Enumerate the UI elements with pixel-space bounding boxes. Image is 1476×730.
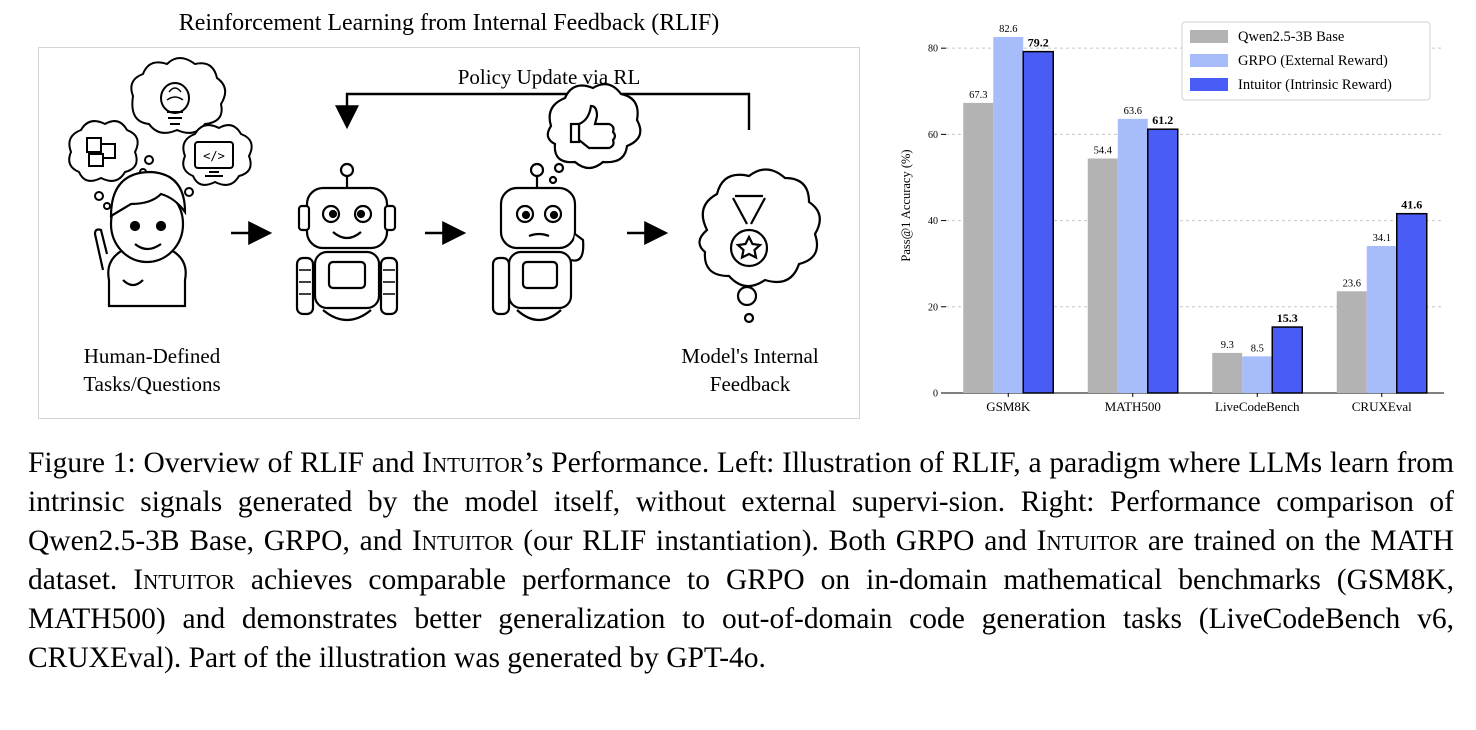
caption-part: achieves comparable performance to GRPO … [28, 564, 1454, 674]
y-tick-label: 40 [928, 216, 938, 227]
data-label: 61.2 [1152, 113, 1173, 127]
svg-text:</>: </> [203, 149, 225, 163]
data-label: 67.3 [969, 90, 987, 101]
y-tick-label: 80 [928, 44, 938, 55]
puzzle-icon [68, 120, 139, 182]
y-axis-label: Pass@1 Accuracy (%) [899, 149, 913, 261]
label-internal-feedback: Model's Internal Feedback [639, 342, 861, 398]
data-label: 63.6 [1124, 106, 1142, 117]
data-label: 82.6 [999, 24, 1017, 35]
y-tick-label: 20 [928, 302, 938, 313]
legend-label: Qwen2.5-3B Base [1238, 29, 1344, 45]
bar [1396, 212, 1428, 394]
caption-part: ’s Performance. Left: Illustration of RL… [28, 447, 1455, 557]
caption-part: are trained on the MATH dataset. [28, 525, 1454, 596]
label-line: Human-Defined [83, 344, 221, 368]
caption-intuitor: Intuitor [133, 564, 235, 596]
bar [1147, 128, 1179, 394]
brain-lightbulb-icon [130, 57, 227, 134]
boy-icon [93, 170, 187, 308]
robot-icon [295, 162, 399, 322]
legend-label: GRPO (External Reward) [1238, 53, 1388, 69]
bar [1022, 50, 1054, 394]
x-tick-label: LiveCodeBench [1215, 399, 1300, 414]
bar [1242, 356, 1273, 393]
caption-intuitor: Intuitor [411, 525, 514, 557]
x-tick-label: MATH500 [1105, 399, 1161, 414]
thinking-robot-icon [491, 162, 585, 322]
illustration-panel: Policy Update via RL </> [38, 47, 860, 419]
caption-intuitor: Intuitor [422, 447, 524, 479]
data-label: 34.1 [1373, 233, 1391, 244]
bar [1117, 118, 1148, 394]
bar [1087, 158, 1118, 393]
bar [1336, 291, 1367, 393]
legend-box [1181, 21, 1431, 101]
caption-part: Overview of RLIF and [135, 447, 423, 479]
code-monitor-icon: </> [182, 124, 253, 186]
data-label: 15.3 [1277, 311, 1298, 325]
caption-fig-label: Figure 1: [28, 447, 136, 479]
legend-swatch [1190, 54, 1228, 67]
bar [993, 36, 1024, 393]
x-tick-label: GSM8K [986, 399, 1031, 414]
caption-part: (our RLIF instantiation). Both GRPO and [513, 525, 1037, 557]
legend-swatch [1190, 78, 1228, 91]
label-line: Tasks/Questions [83, 372, 221, 396]
label-line: Model's Internal [681, 344, 819, 368]
illustration-canvas: Policy Update via RL </> [68, 57, 821, 324]
illustration-title: Reinforcement Learning from Internal Fee… [178, 10, 720, 36]
label-human-defined: Human-Defined Tasks/Questions [39, 342, 265, 398]
x-tick-label: CRUXEval [1352, 399, 1412, 414]
caption-intuitor: Intuitor [1036, 525, 1139, 557]
medal-icon [698, 168, 821, 324]
label-line: Feedback [709, 372, 791, 396]
data-label: 23.6 [1343, 278, 1361, 289]
data-label: 8.5 [1251, 343, 1264, 354]
y-tick-label: 0 [933, 389, 938, 400]
figure-caption: Figure 1: Overview of RLIF and Intuitor’… [28, 444, 1454, 678]
legend-swatch [1190, 30, 1228, 43]
loop-arrow [335, 92, 751, 130]
y-tick-label: 60 [928, 130, 938, 141]
thumbs-up-icon [546, 83, 642, 185]
legend-label: Intuitor (Intrinsic Reward) [1238, 77, 1392, 93]
data-label: 54.4 [1094, 146, 1113, 157]
bar [963, 102, 994, 394]
data-label: 41.6 [1401, 198, 1422, 212]
bar [1212, 352, 1243, 393]
caption-text: Figure 1: Overview of RLIF and Intuitor’… [28, 444, 1454, 678]
data-label: 9.3 [1221, 340, 1234, 351]
bar [1271, 326, 1303, 394]
data-label: 79.2 [1028, 36, 1049, 50]
bar [1366, 246, 1397, 393]
